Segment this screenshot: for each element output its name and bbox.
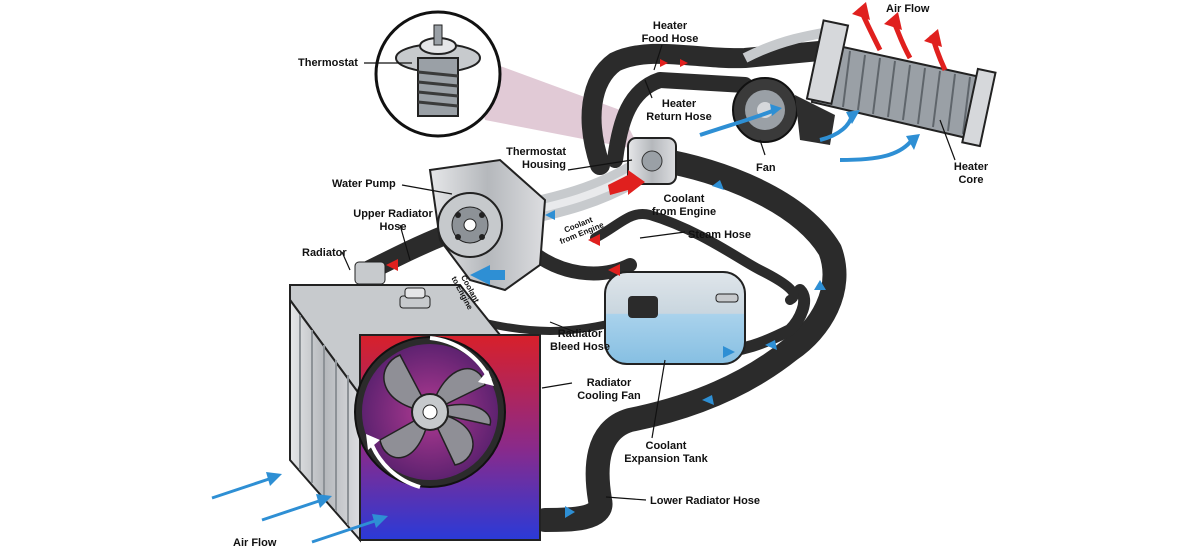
- steam-hose: [590, 209, 799, 305]
- label-line: Heater: [661, 98, 697, 110]
- leader-lines: [341, 44, 956, 501]
- lower-radiator-hose: [533, 148, 847, 532]
- label-line: Food Hose: [641, 33, 699, 45]
- coolant-to-engine-arrow: [470, 265, 505, 285]
- label-air-flow-top: Air Flow: [886, 3, 930, 15]
- label-line: Return Hose: [646, 111, 712, 123]
- label-coolant-from-engine: Coolant from Engine: [644, 193, 724, 219]
- label-line: Coolant: [645, 440, 687, 452]
- radiator-cooling-fan: [354, 336, 506, 489]
- label-heater-food-hose: Heater Food Hose: [628, 20, 712, 46]
- label-line: Coolant: [663, 193, 705, 205]
- label-line: Radiator: [586, 377, 632, 389]
- label-line: Thermostat: [506, 146, 566, 158]
- water-pump: [428, 158, 547, 292]
- coolant-from-engine-arrow: [608, 170, 645, 195]
- label-line: Hose: [379, 221, 407, 233]
- label-line: Heater: [652, 20, 688, 32]
- label-thermostat: Thermostat: [298, 57, 358, 69]
- label-radiator: Radiator: [302, 247, 347, 259]
- label-line: Bleed Hose: [550, 341, 610, 353]
- label-water-pump: Water Pump: [332, 178, 396, 190]
- label-line: Upper Radiator: [353, 208, 433, 220]
- label-thermostat-housing: Thermostat Housing: [480, 146, 566, 172]
- heater-return-hose: [607, 72, 753, 168]
- label-fan: Fan: [756, 162, 776, 174]
- label-radiator-bleed-hose: Radiator Bleed Hose: [540, 328, 620, 354]
- coolant-expansion-tank: [604, 271, 746, 365]
- label-air-flow-bottom: Air Flow: [233, 537, 277, 549]
- thermostat-housing: [627, 137, 677, 185]
- label-radiator-cooling-fan: Radiator Cooling Fan: [564, 377, 654, 403]
- heater-food-hose: [581, 40, 840, 175]
- label-upper-radiator-hose: Upper Radiator Hose: [348, 208, 438, 234]
- label-steam-hose: Steam Hose: [688, 229, 751, 241]
- label-lower-radiator-hose: Lower Radiator Hose: [650, 495, 761, 507]
- air-flow-bottom-arrows: [211, 476, 379, 544]
- hoses: [360, 40, 847, 532]
- thermostat-inset: [374, 10, 502, 138]
- label-line: Radiator: [557, 328, 603, 340]
- heater-core: [805, 19, 997, 148]
- label-line: Housing: [522, 159, 566, 171]
- label-heater-core: Heater Core: [944, 161, 998, 187]
- flow-arrows: [211, 2, 948, 544]
- label-coolant-expansion-tank: Coolant Expansion Tank: [616, 440, 716, 466]
- label-heater-return-hose: Heater Return Hose: [634, 98, 724, 124]
- label-line: Core: [958, 174, 984, 186]
- label-line: Expansion Tank: [624, 453, 708, 465]
- label-line: Cooling Fan: [577, 390, 641, 402]
- label-line: from Engine: [651, 206, 717, 218]
- label-line: Heater: [953, 161, 989, 173]
- heater-fan: [732, 77, 835, 145]
